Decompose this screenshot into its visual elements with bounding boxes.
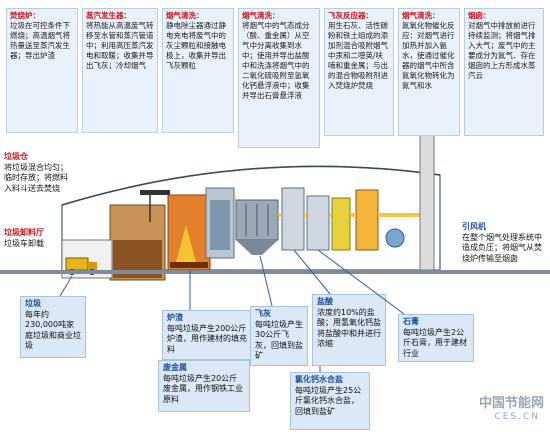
output-scrap-metal: 废金属 每吨垃圾产生20公斤废金属，用作钢铁工业原料 bbox=[158, 360, 250, 412]
output-text: 每年约230,000吨家庭垃圾和商业垃圾 bbox=[25, 309, 81, 351]
panel-title: 烟囱： bbox=[468, 11, 491, 20]
label-text: 将垃圾混合均匀；临时存放；将燃料入料斗送去焚烧 bbox=[4, 162, 68, 193]
output-title: 垃圾 bbox=[25, 299, 41, 308]
panel-title: 烟气清洗： bbox=[242, 11, 280, 20]
furnace-grate bbox=[170, 262, 208, 268]
output-title: 盐酸 bbox=[317, 297, 333, 306]
output-flyash: 飞灰 每吨垃圾产生30公斤飞灰，回填到盐矿 bbox=[250, 306, 308, 366]
panel-text: 氮氧化物催化反应：对烟气进行加热并加入氨水，使通过催化器的烟气中所含氮氧化物转化… bbox=[402, 21, 455, 90]
truck-cab bbox=[88, 262, 97, 270]
building-outline bbox=[61, 165, 441, 206]
panel-chimney: 烟囱： 对烟气中排放前进行持续监测；将烟气排入大气；废气中的主要成分为氮气、存在… bbox=[464, 8, 544, 136]
label-title: 引风机 bbox=[462, 222, 486, 231]
scrubber-so2 bbox=[306, 195, 330, 251]
crane bbox=[140, 190, 170, 195]
output-title: 炉渣 bbox=[167, 313, 183, 322]
panel-scrubber: 烟气清洗： 将烟气中的气态成分（酸、重金属）从空气中分离收集到水中；使用并导出盐… bbox=[238, 8, 320, 148]
ground bbox=[0, 270, 550, 274]
label-title: 垃圾仓 bbox=[4, 152, 28, 161]
panel-title: 烟气清洗： bbox=[402, 11, 440, 20]
watermark-url: CES.CN bbox=[494, 412, 540, 422]
flue-duct bbox=[234, 196, 420, 217]
label-text: 在整个烟气处理系统中造成负压；将烟气从焚烧炉传输至烟囱 bbox=[462, 232, 542, 263]
panel-text: 用生石灰、活性碳粉和铁土组成的添加剂混合吸附烟气中汞和二噁英/呋喃和重金属；与出… bbox=[328, 21, 388, 90]
watermark-name: 中国节能网 bbox=[478, 396, 544, 411]
output-hcl: 盐酸 浓度约10%的盐酸；用氢氧化钙盐将盐酸中和并进行浓缩 bbox=[312, 294, 386, 366]
output-text: 每吨垃圾产生25公斤氯化钙水合盐，回填到盐矿 bbox=[295, 385, 362, 416]
output-title: 废金属 bbox=[163, 363, 187, 372]
boiler-tubes bbox=[210, 200, 230, 250]
label-text: 垃圾车卸载 bbox=[4, 238, 44, 248]
output-title: 飞灰 bbox=[255, 309, 271, 318]
output-title: 石膏 bbox=[403, 317, 419, 326]
panel-furnace: 焚烧炉： 垃圾在可控条件下燃烧；高温烟气将热量送至蒸汽发生器；导出炉渣 bbox=[6, 8, 78, 133]
scrubber-acid bbox=[281, 187, 305, 251]
panel-title: 飞灰反应器： bbox=[328, 11, 373, 20]
induced-draft-fan bbox=[385, 228, 405, 248]
label-title: 垃圾卸料厅 bbox=[4, 228, 44, 237]
garbage-truck bbox=[65, 257, 89, 271]
output-calcium-chloride: 氯化钙水合盐 每吨垃圾产生25公斤氯化钙水合盐，回填到盐矿 bbox=[290, 372, 370, 430]
panel-title: 烟气清洗： bbox=[166, 11, 204, 20]
panel-scr: 烟气清洗： 氮氧化物催化反应：对烟气进行加热并加入氨水，使通过催化器的烟气中所含… bbox=[398, 8, 460, 136]
esp-hopper bbox=[236, 240, 278, 255]
output-title: 氯化钙水合盐 bbox=[295, 375, 343, 384]
output-garbage: 垃圾 每年约230,000吨家庭垃圾和商业垃圾 bbox=[20, 296, 86, 358]
panel-text: 将热能从高温废气转移至水管和蒸汽管道中；利用高压蒸汽发电和取暖；收集并导出飞灰；… bbox=[86, 21, 154, 70]
flyash-reactor bbox=[331, 197, 351, 251]
panel-title: 焚烧炉： bbox=[10, 11, 40, 20]
scr-reactor bbox=[355, 189, 379, 251]
output-text: 每吨垃圾产生200公斤炉渣，用作建材的填充料 bbox=[167, 323, 247, 354]
panel-esp: 烟气清洗： 静电除尘器通过静电充电将废气中的灰尘颗粒和接触电极上，收集并导出飞灰… bbox=[162, 8, 234, 133]
output-gypsum: 石膏 每吨垃圾产生2公斤石膏，用于建材行业 bbox=[398, 314, 474, 362]
output-text: 每吨垃圾产生2公斤石膏，用于建材行业 bbox=[403, 327, 467, 358]
label-induced-fan: 引风机 在整个烟气处理系统中造成负压；将烟气从焚烧炉传输至烟囱 bbox=[462, 222, 546, 264]
panel-text: 对烟气中排放前进行持续监测；将烟气排入大气；废气中的主要成分为氮气、存在烟囱的上… bbox=[468, 21, 536, 80]
panel-flyash-reactor: 飞灰反应器： 用生石灰、活性碳粉和铁土组成的添加剂混合吸附烟气中汞和二噁英/呋喃… bbox=[324, 8, 394, 136]
output-text: 每吨垃圾产生30公斤飞灰，回填到盐矿 bbox=[255, 319, 303, 361]
panel-steam-generator: 蒸汽发生器： 将热能从高温废气转移至水管和蒸汽管道中；利用高压蒸汽发电和取暖；收… bbox=[82, 8, 158, 133]
panel-title: 蒸汽发生器： bbox=[86, 11, 131, 20]
furnace-flame bbox=[176, 225, 196, 262]
label-waste-bunker: 垃圾仓 将垃圾混合均匀；临时存放；将燃料入料斗送去焚烧 bbox=[4, 152, 74, 194]
panel-text: 垃圾在可控条件下燃烧；高温烟气将热量送至蒸汽发生器；导出炉渣 bbox=[10, 21, 70, 60]
panel-text: 静电除尘器通过静电充电将废气中的灰尘颗粒和接触电极上，收集并导出飞灰颗粒 bbox=[166, 21, 226, 70]
panel-text: 将烟气中的气态成分（酸、重金属）从空气中分离收集到水中；使用并导出盐酸中和洗涤将… bbox=[242, 21, 310, 100]
output-text: 每吨垃圾产生20公斤废金属，用作钢铁工业原料 bbox=[163, 373, 243, 404]
label-tipping-hall: 垃圾卸料厅 垃圾车卸载 bbox=[4, 228, 64, 249]
output-text: 浓度约10%的盐酸；用氢氧化钙盐将盐酸中和并进行浓缩 bbox=[317, 307, 381, 349]
output-slag: 炉渣 每吨垃圾产生200公斤炉渣，用作建材的填充料 bbox=[162, 310, 252, 360]
